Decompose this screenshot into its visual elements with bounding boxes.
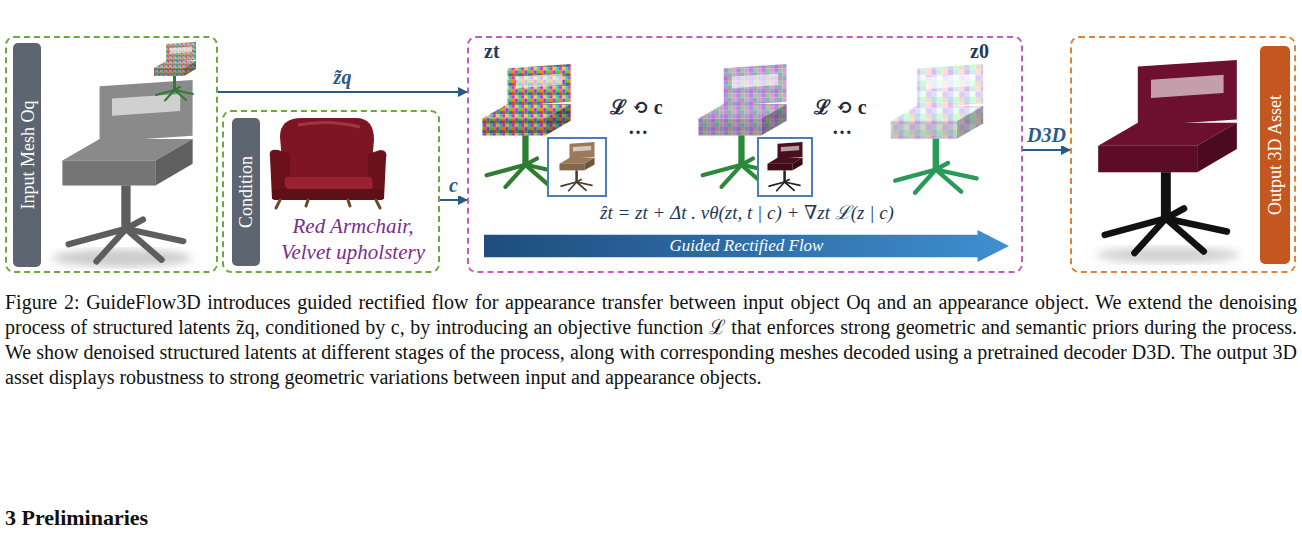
input-panel: Input Mesh Oq [5, 36, 218, 273]
flow-arrow [1023, 149, 1070, 151]
svg-path [298, 122, 360, 127]
edge-label: D3D [1025, 124, 1068, 146]
figure-label: 3 Preliminaries [5, 505, 148, 531]
svg-rect [272, 189, 384, 200]
inset-chair [768, 142, 803, 191]
label-tab: Output 3D Asset [1260, 46, 1290, 264]
formula-text: ẑt = zt + Δt . vθ(zt, t | c) + ∇zt ℒ(z |… [597, 202, 897, 224]
output-panel: Output 3D Asset [1070, 36, 1296, 273]
svg-path [284, 177, 372, 189]
noisy-input-latent [154, 42, 196, 101]
figure-caption: Figure 2: GuideFlow3D introduces guided … [5, 290, 1297, 390]
svg-line [276, 200, 280, 208]
red-armchair [270, 118, 387, 208]
panel-label: Output 3D Asset [1265, 95, 1285, 215]
label-tab: Condition [232, 118, 260, 266]
band-label: Guided Rectified Flow [670, 236, 824, 256]
figure-label: … [832, 116, 852, 138]
input-chair [62, 80, 192, 261]
figure-label: ℒ ⟲ c [814, 96, 867, 118]
edge-label: c [447, 174, 460, 196]
svg-line [376, 200, 380, 208]
shadow [1096, 247, 1240, 263]
flow-panel: ẑt = zt + Δt . vθ(zt, t | c) + ∇zt ℒ(z |… [467, 36, 1023, 273]
condition-text: Red Armchair, Velvet upholstery [268, 213, 438, 265]
edge-label: z̃q [332, 66, 354, 88]
flow-arrow-band: Guided Rectified Flow [484, 230, 1009, 262]
svg-line [306, 200, 308, 206]
panel-label: Condition [236, 156, 256, 228]
figure-label: z0 [970, 40, 989, 62]
figure-label: … [628, 116, 648, 138]
inset-box [758, 138, 812, 196]
svg-path [280, 118, 374, 185]
shadow [52, 249, 192, 267]
flow-arrow [440, 199, 467, 201]
figure-label: ℒ ⟲ c [610, 96, 663, 118]
final-latent [891, 64, 983, 193]
output-chair [1098, 60, 1237, 253]
svg-g [276, 200, 380, 208]
inset-chair [560, 142, 595, 191]
figure-label: zt [484, 40, 500, 62]
flow-arrow [218, 91, 467, 93]
svg-line [348, 200, 350, 206]
condition-panel: ConditionRed Armchair, Velvet upholstery [222, 110, 440, 273]
label-tab: Input Mesh Oq [13, 43, 41, 267]
panel-label: Input Mesh Oq [17, 101, 37, 210]
inset-box [548, 138, 606, 196]
